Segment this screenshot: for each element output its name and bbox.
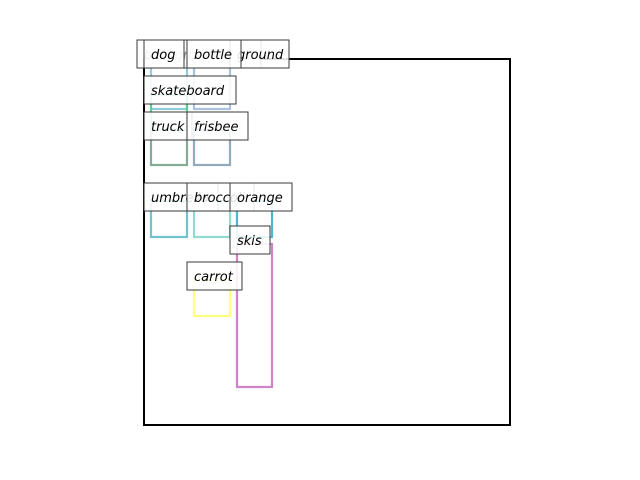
label-truck: truck — [143, 111, 193, 141]
label-frisbee: frisbee — [186, 111, 249, 141]
label-skateboard: skateboard — [143, 75, 237, 105]
label-frisbee-text: frisbee — [194, 120, 239, 135]
image-frame — [143, 58, 511, 426]
label-carrot: carrot — [186, 261, 243, 291]
label-orange-text: orange — [237, 191, 283, 206]
label-bottle-text: bottle — [194, 48, 232, 63]
label-skis: skis — [229, 225, 271, 255]
label-dog-text: dog — [151, 48, 175, 63]
label-ground-text: ground — [237, 48, 284, 63]
label-carrot-text: carrot — [194, 270, 234, 285]
label-bottle: bottle — [186, 39, 242, 69]
label-dog: dog — [143, 39, 185, 69]
label-skis-text: skis — [237, 234, 262, 249]
label-skateboard-text: skateboard — [151, 84, 225, 99]
label-orange: orange — [229, 182, 293, 212]
label-truck-text: truck — [151, 120, 185, 135]
